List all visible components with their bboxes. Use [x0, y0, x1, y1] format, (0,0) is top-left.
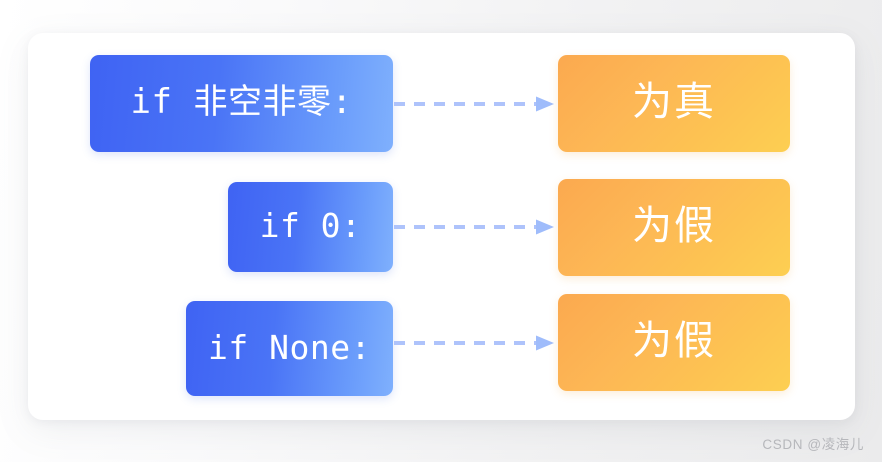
diagram-card: if 非空非零: 为真 if 0:	[28, 33, 855, 420]
condition-label: if None:	[208, 327, 371, 367]
result-label: 为真	[632, 80, 716, 124]
result-box-3: 为假	[558, 294, 790, 391]
condition-box-3: if None:	[186, 301, 393, 396]
dashed-arrow-icon	[394, 96, 560, 112]
result-label: 为假	[632, 204, 716, 248]
result-box-1: 为真	[558, 55, 790, 152]
condition-label: if 0:	[259, 206, 362, 245]
dashed-arrow-icon	[394, 335, 560, 351]
condition-box-1: if 非空非零:	[90, 55, 393, 152]
result-label: 为假	[632, 319, 716, 363]
condition-box-2: if 0:	[228, 182, 393, 272]
condition-label: if 非空非零:	[130, 82, 353, 122]
result-box-2: 为假	[558, 179, 790, 276]
dashed-arrow-icon	[394, 219, 560, 235]
watermark-text: CSDN @凌海儿	[762, 437, 864, 452]
